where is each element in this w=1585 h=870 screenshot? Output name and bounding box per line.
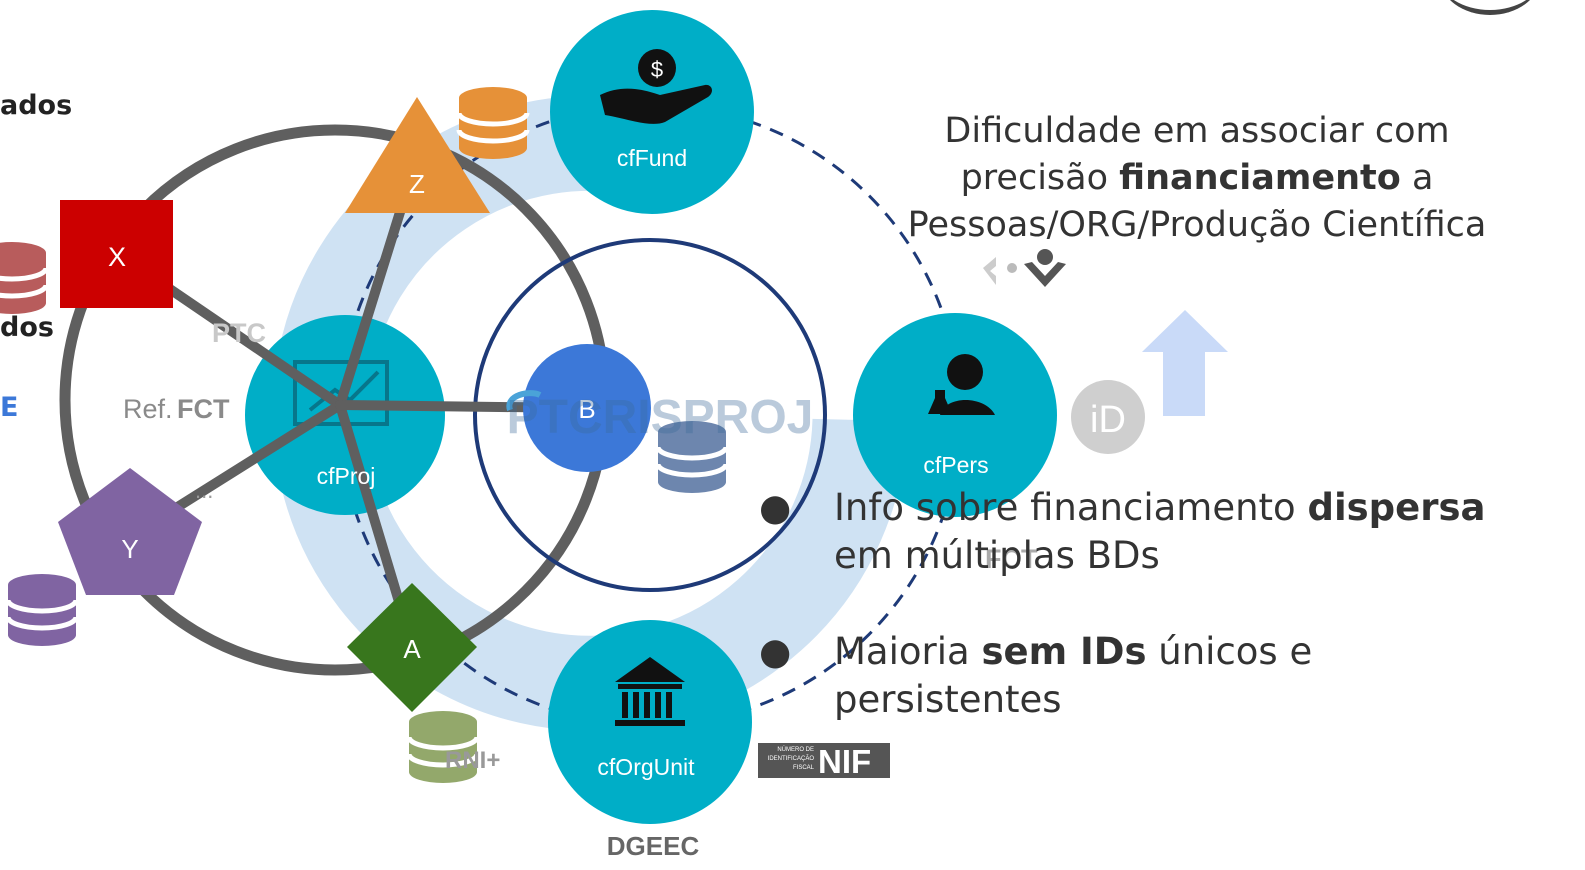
database-icon-orange	[459, 87, 527, 159]
bullet-2-line-1: Maioria sem IDs únicos e	[834, 630, 1313, 673]
inner-circle	[473, 238, 827, 592]
ptcris-icon	[983, 249, 1066, 287]
bullet-1-line-1: Info sobre financiamento dispersa	[834, 486, 1486, 529]
shape-b	[523, 344, 651, 472]
ptc-logo: PTC	[212, 318, 266, 348]
fct-logo: FCT	[985, 544, 1038, 574]
dgeec-logo: DGEEC	[607, 831, 700, 861]
bullet-2-line-2: persistentes	[834, 678, 1062, 721]
nif-big-text: NIF	[818, 743, 871, 780]
ellipsis: ...	[195, 478, 213, 503]
bullet-2: ● Maioria sem IDs únicos e persistentes	[759, 628, 1534, 724]
cfpers-label: cfPers	[923, 452, 988, 478]
shape-z-label: Z	[409, 169, 425, 199]
ptcrisproj-arc	[506, 390, 542, 411]
orcid-icon	[1071, 380, 1145, 454]
bullet-1: ● Info sobre financiamento dispersa em m…	[759, 484, 1574, 580]
cfproj-label: cfProj	[317, 463, 376, 489]
description-line-1: Dificuldade em associar com	[944, 111, 1450, 151]
orcid-label: iD	[1090, 399, 1126, 441]
shape-a-label: A	[403, 634, 421, 664]
description-text: Dificuldade em associar com precisão fin…	[842, 108, 1552, 249]
shape-a	[347, 583, 477, 712]
nif-logo	[758, 743, 890, 778]
institution-icon	[615, 657, 685, 726]
shape-y	[58, 468, 202, 595]
bullet-dot: ●	[759, 630, 792, 673]
cffund-label: cfFund	[617, 145, 687, 171]
ref-fct-suffix: FCT	[177, 394, 230, 424]
database-icon-red	[0, 242, 46, 314]
shape-b-label: B	[578, 394, 595, 424]
bullet-1-line-2: em múltiplas BDs	[834, 534, 1160, 577]
nif-small-text: NÚMERO DE IDENTIFICAÇÃO FISCAL	[767, 747, 814, 771]
bullet-dot: ●	[759, 486, 792, 529]
description-line-3: Pessoas/ORG/Produção Científica	[907, 205, 1487, 245]
shape-x-label: X	[108, 242, 126, 272]
shape-y-label: Y	[121, 534, 138, 564]
scientist-icon	[928, 354, 995, 415]
left-fragment-2: dos	[0, 312, 54, 343]
money-hand-icon	[600, 49, 712, 124]
rnl-logo: RNI+	[445, 747, 500, 774]
database-icon-purple	[8, 574, 76, 646]
left-fragment-3: E	[0, 392, 19, 423]
description-line-2: precisão financiamento a	[960, 158, 1434, 198]
shape-x	[60, 200, 173, 308]
shape-z	[345, 97, 490, 213]
left-fragment-1: ados	[0, 90, 73, 121]
dollar-label: $	[651, 57, 663, 82]
cforgunit-label: cfOrgUnit	[597, 754, 695, 780]
ptcrisproj-logo: PTCRISPROJ	[507, 391, 814, 444]
ref-fct-prefix: Ref.	[123, 394, 173, 424]
up-arrow	[1142, 310, 1228, 416]
corner-decoration	[1440, 0, 1540, 15]
